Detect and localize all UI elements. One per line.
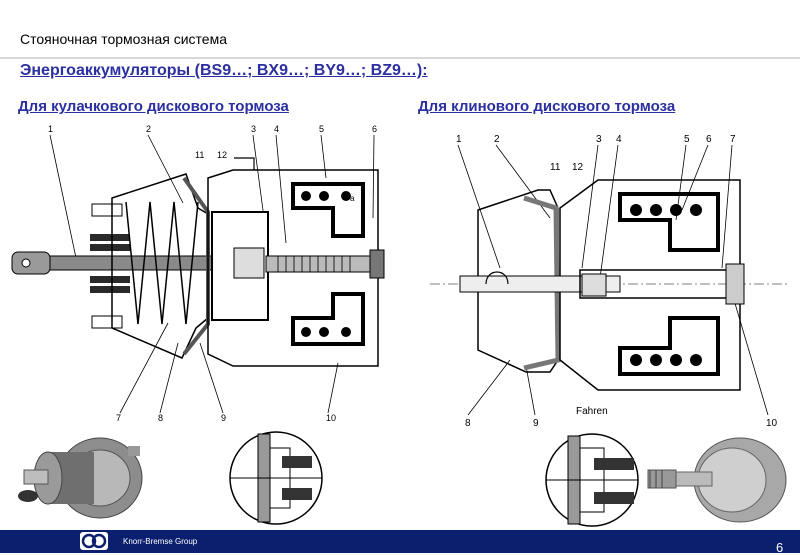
right-column-title: Для клинового дискового тормоза [418,98,676,115]
slide-header [0,20,800,60]
right-cross-section-diagram: 1 2 11 12 3 4 5 6 7 8 9 10 Fahren [430,128,790,430]
left-callout-2: 2 [146,124,151,134]
left-chamber-photo [0,426,148,530]
footer-company-name: Knorr-Bremse Group [123,537,198,546]
left-callout-10: 10 [326,413,336,423]
right-callout-9: 9 [533,418,539,429]
right-callout-5: 5 [684,134,690,145]
right-callout-11: 11 [550,162,561,173]
slide-title: Стояночная тормозная система [20,31,227,47]
slide-subtitle: Энергоаккумуляторы (BS9…; BX9…; BY9…; BZ… [20,62,428,79]
right-callout-12: 12 [572,162,584,173]
footer-bar [0,530,800,553]
page-number: 6 [776,540,784,555]
right-callout-4: 4 [616,134,622,145]
left-callout-12: 12 [217,150,227,160]
right-detail-inset [544,432,640,528]
left-callout-4: 4 [274,124,279,134]
left-callout-6: 6 [372,124,377,134]
right-callout-10: 10 [766,418,778,429]
left-column-title: Для кулачкового дискового тормоза [18,98,289,115]
left-callout-8: 8 [158,413,163,423]
left-callout-7: 7 [116,413,121,423]
left-marker-a: a [350,194,355,203]
right-callout-2: 2 [494,134,500,145]
right-callout-7: 7 [730,134,736,145]
right-callout-8: 8 [465,418,471,429]
header-divider [0,57,800,59]
left-callout-5: 5 [319,124,324,134]
left-callout-9: 9 [221,413,226,423]
left-callout-3: 3 [251,124,256,134]
right-chamber-photo [642,430,792,530]
left-cross-section-diagram: 1 2 3 4 5 6 11 12 7 8 9 10 a [8,118,396,426]
right-callout-6: 6 [706,134,712,145]
left-callout-1: 1 [48,124,53,134]
left-detail-inset [228,430,324,526]
left-callout-11: 11 [195,150,204,160]
top-strip [0,0,800,14]
right-callout-3: 3 [596,134,602,145]
knorr-bremse-logo [80,532,108,550]
fahren-label: Fahren [576,406,608,417]
right-callout-1: 1 [456,134,462,145]
